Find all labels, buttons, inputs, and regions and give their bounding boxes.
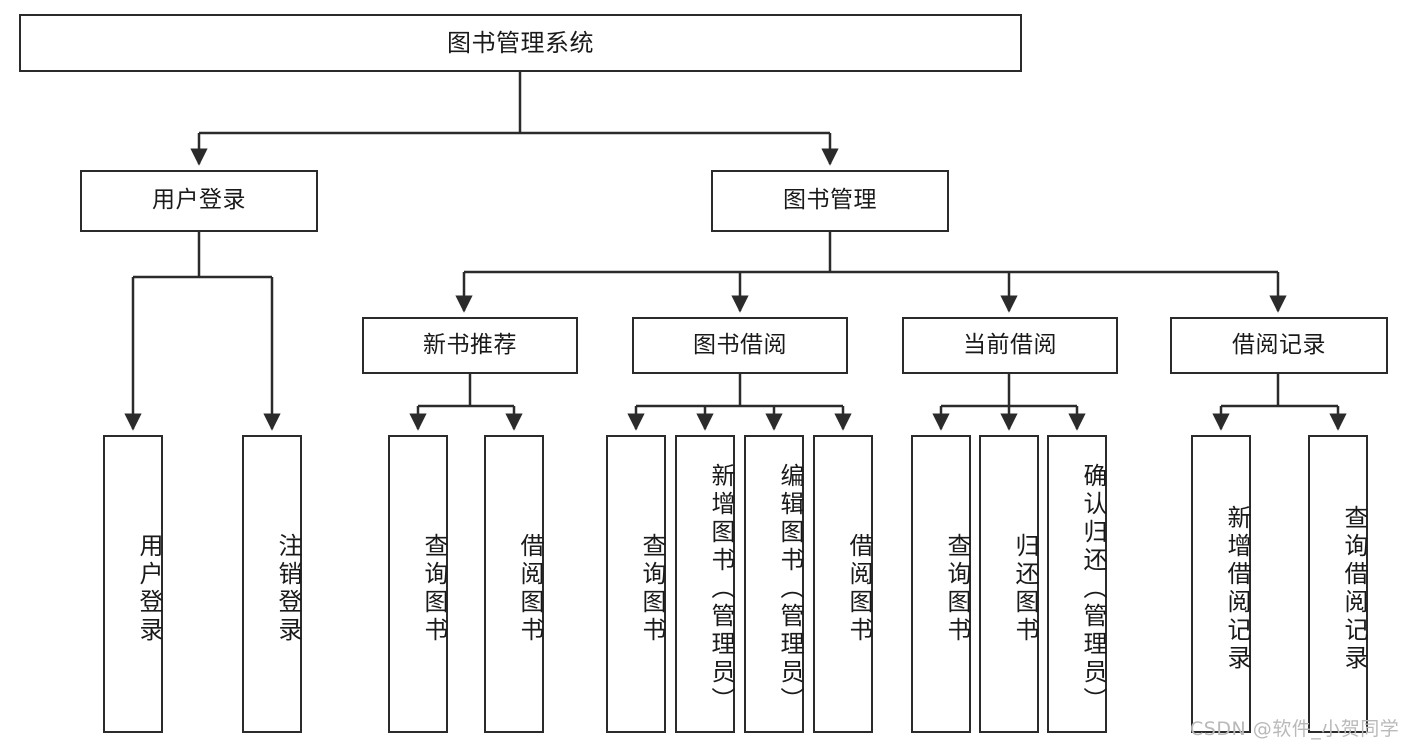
node-current-borrow-label: 当前借阅 [963,331,1057,358]
node-book-management-label: 图书管理 [783,187,877,214]
node-borrow-record[interactable]: 借阅记录 [1170,317,1388,374]
node-leaf-confirm-return[interactable]: 确认归还（管理员） [1047,435,1107,733]
node-leaf-return-book-label: 归还图书 [1011,533,1039,645]
node-book-borrow[interactable]: 图书借阅 [632,317,848,374]
node-leaf-logout[interactable]: 注销登录 [242,435,302,733]
node-leaf-query-record-label: 查询借阅记录 [1340,505,1368,673]
node-root-label: 图书管理系统 [447,28,594,57]
node-leaf-add-book-label: 新增图书（管理员） [707,463,735,715]
node-leaf-user-login-label: 用户登录 [135,533,163,645]
node-leaf-edit-book-label: 编辑图书（管理员） [776,463,804,715]
node-leaf-confirm-return-label: 确认归还（管理员） [1079,463,1107,715]
node-leaf-edit-book[interactable]: 编辑图书（管理员） [744,435,804,733]
node-leaf-query-book-1[interactable]: 查询图书 [388,435,448,733]
node-leaf-query-book-3-label: 查询图书 [943,533,971,645]
node-current-borrow[interactable]: 当前借阅 [902,317,1118,374]
node-book-management[interactable]: 图书管理 [711,170,949,232]
node-leaf-add-book[interactable]: 新增图书（管理员） [675,435,735,733]
node-root[interactable]: 图书管理系统 [19,14,1022,72]
node-new-book-recommend-label: 新书推荐 [423,331,517,358]
node-leaf-borrow-book-2-label: 借阅图书 [845,533,873,645]
node-leaf-borrow-book-1-label: 借阅图书 [516,533,544,645]
node-leaf-add-record-label: 新增借阅记录 [1223,505,1251,673]
node-leaf-query-book-3[interactable]: 查询图书 [911,435,971,733]
node-new-book-recommend[interactable]: 新书推荐 [362,317,578,374]
watermark-text: CSDN @软件_小贺同学 [1190,718,1400,740]
node-user-login-label: 用户登录 [152,187,246,214]
node-leaf-query-book-2-label: 查询图书 [638,533,666,645]
node-book-borrow-label: 图书借阅 [693,331,787,358]
node-leaf-return-book[interactable]: 归还图书 [979,435,1039,733]
node-borrow-record-label: 借阅记录 [1232,331,1326,358]
node-leaf-query-book-1-label: 查询图书 [420,533,448,645]
node-leaf-user-login[interactable]: 用户登录 [103,435,163,733]
node-leaf-query-record[interactable]: 查询借阅记录 [1308,435,1368,733]
node-leaf-logout-label: 注销登录 [274,533,302,645]
node-leaf-add-record[interactable]: 新增借阅记录 [1191,435,1251,733]
node-leaf-query-book-2[interactable]: 查询图书 [606,435,666,733]
node-user-login[interactable]: 用户登录 [80,170,318,232]
node-leaf-borrow-book-1[interactable]: 借阅图书 [484,435,544,733]
node-leaf-borrow-book-2[interactable]: 借阅图书 [813,435,873,733]
